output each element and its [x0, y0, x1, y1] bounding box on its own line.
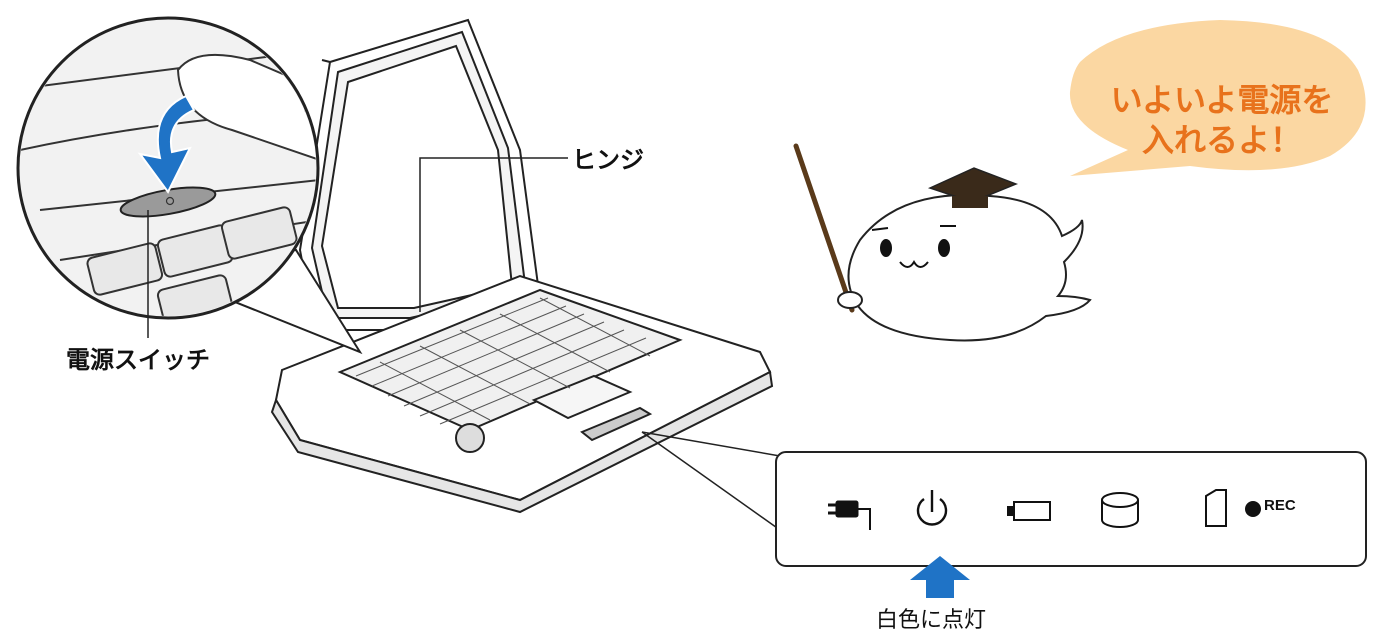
speech-line-1: いよいよ電源を	[1110, 81, 1334, 119]
rec-icon	[1245, 501, 1261, 517]
speech-bubble-text: いよいよ電源を 入れるよ！	[1092, 80, 1352, 160]
lit-white-label: 白色に点灯	[876, 608, 987, 633]
indicator-panel	[641, 431, 1367, 598]
magnifier-circle	[16, 16, 363, 355]
memory-card-icon	[1205, 489, 1227, 527]
disk-icon	[1101, 492, 1139, 528]
mascot-character	[793, 143, 1092, 342]
ac-adapter-icon	[828, 500, 871, 530]
power-icon	[916, 490, 948, 526]
speech-bubble	[1069, 20, 1366, 176]
laptop-lid	[298, 18, 542, 331]
rec-label: REC	[1264, 497, 1296, 514]
lit-arrow-icon	[910, 556, 970, 598]
speech-line-2: 入れるよ！	[1141, 121, 1302, 159]
keyboard-keys	[355, 297, 651, 425]
battery-icon	[1007, 501, 1051, 521]
hinge-label: ヒンジ	[572, 146, 644, 174]
hinge-leader	[419, 157, 568, 312]
power-switch-label: 電源スイッチ	[66, 346, 210, 374]
laptop-base	[270, 274, 774, 514]
press-arrow-icon	[137, 94, 196, 194]
